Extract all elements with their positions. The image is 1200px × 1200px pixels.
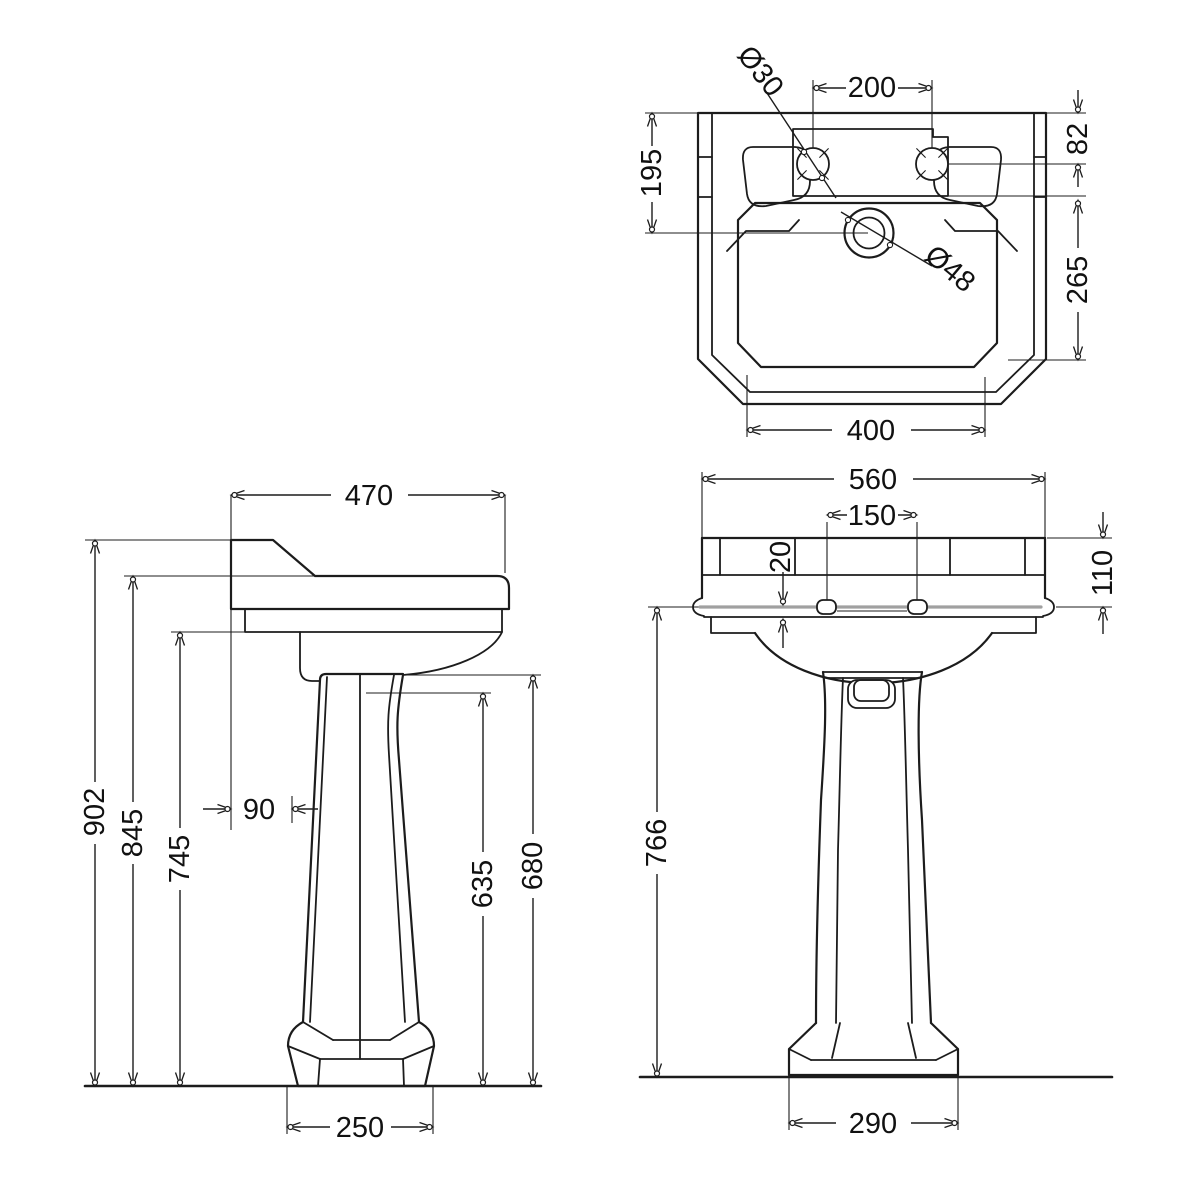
dim-label-side-wall-gap: 90 [243,794,275,826]
front-view: 560 150 20 110 766 290 [638,464,1119,1140]
front-tap-hole-left [816,599,837,615]
dim-label-plan-tap-diameter: Ø30 [731,40,790,103]
dim-label-side-pedestal-front: 635 [467,860,499,908]
dim-label-plan-rear-to-waste: 195 [636,149,668,197]
plan-tap-hole-right [915,147,949,181]
plan-inner-rim [711,112,1035,393]
dim-label-plan-bowl-depth: 265 [1062,256,1094,304]
plan-leader-tap-diameter [764,89,837,199]
dim-label-side-overall-height: 902 [79,788,111,836]
front-dimensions: 560 150 20 110 766 290 [641,464,1119,1140]
plan-leader-waste-diameter [840,211,933,267]
front-extension-lines [648,472,1112,1130]
plan-outer-rim [696,111,1048,406]
dim-label-side-base-depth: 250 [336,1112,384,1144]
dim-label-plan-tap-spacing: 200 [848,72,896,104]
dim-label-front-base-width: 290 [849,1108,897,1140]
dim-label-front-tap-spacing: 150 [848,500,896,532]
dim-label-side-depth: 470 [345,480,393,512]
dim-label-front-rim-band: 110 [1087,550,1119,596]
front-pedestal [787,670,960,1077]
dim-label-plan-bowl-width: 400 [847,415,895,447]
front-overflow-hole [847,679,896,709]
plan-deck-step-left [726,219,800,252]
plan-tap-ledge-recess [792,128,949,197]
plan-waste-hole [843,207,895,259]
dim-label-front-width: 560 [849,464,897,496]
side-dimensions: 470 902 845 745 90 635 680 250 [79,480,549,1144]
dim-label-side-pedestal-rear: 680 [517,842,549,890]
dim-label-side-rim-height: 845 [117,809,149,857]
plan-view: 200 Ø30 82 195 265 400 Ø48 [636,40,1094,447]
dim-label-plan-rear-to-taps: 82 [1062,123,1094,155]
dim-label-front-underside-height: 766 [641,819,673,867]
dim-label-front-lip: 20 [765,541,797,573]
side-bowl-underside [402,631,503,676]
dim-label-plan-waste-diameter: Ø48 [919,239,982,299]
side-rim-undertier [244,608,503,633]
side-pedestal [286,672,436,1088]
plan-deck-step-right [944,219,1018,252]
front-bowl-underside [753,631,994,685]
side-basin-profile [229,538,511,611]
front-tap-hole-right [907,599,928,615]
side-overflow-channel [299,631,320,682]
front-basin-rim [692,536,1055,634]
dim-label-side-underside-height: 745 [164,835,196,883]
plan-fixing-lugs [697,156,1047,198]
plan-bowl-outline [736,201,999,369]
plan-dimensions: 200 Ø30 82 195 265 400 Ø48 [636,40,1094,447]
side-view: 470 902 845 745 90 635 680 250 [79,480,549,1144]
